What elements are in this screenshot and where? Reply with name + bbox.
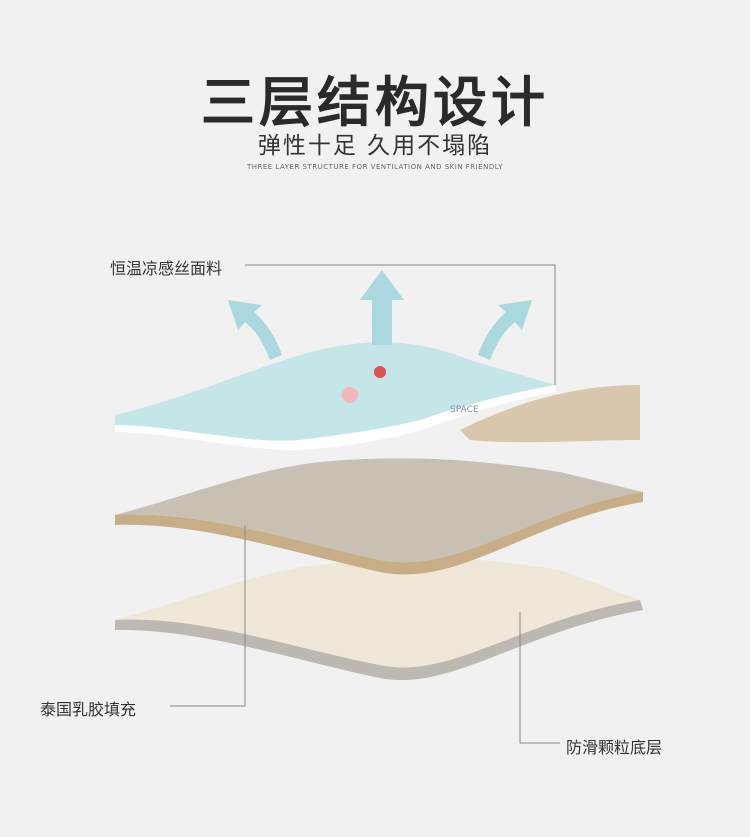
top-layer-label: 恒温凉感丝面料 [110, 259, 223, 278]
top-layer: SPACE [115, 342, 640, 451]
fabric-print-decoration [374, 366, 386, 378]
arrow-up-icon [360, 270, 404, 345]
page-subtitle: 弹性十足 久用不塌陷 [257, 133, 493, 159]
middle-layer [115, 458, 643, 575]
bottom-layer-label: 防滑颗粒底层 [566, 738, 663, 757]
arrow-left-icon [228, 300, 282, 360]
bottom-layer [115, 558, 643, 681]
english-tagline: THREE LAYER STRUCTURE FOR VENTILATION AN… [246, 163, 504, 171]
bottom-leader-line [519, 612, 560, 744]
page-title: 三层结构设计 [201, 71, 549, 134]
leader-lines [170, 264, 560, 744]
middle-leader-line [170, 525, 246, 707]
arrow-right-icon [478, 300, 532, 360]
middle-layer-label: 泰国乳胶填充 [40, 700, 137, 719]
top-leader-line [245, 264, 556, 385]
print-text: SPACE [450, 405, 479, 415]
fabric-print-decoration [342, 387, 358, 403]
airflow-arrows [228, 270, 532, 360]
